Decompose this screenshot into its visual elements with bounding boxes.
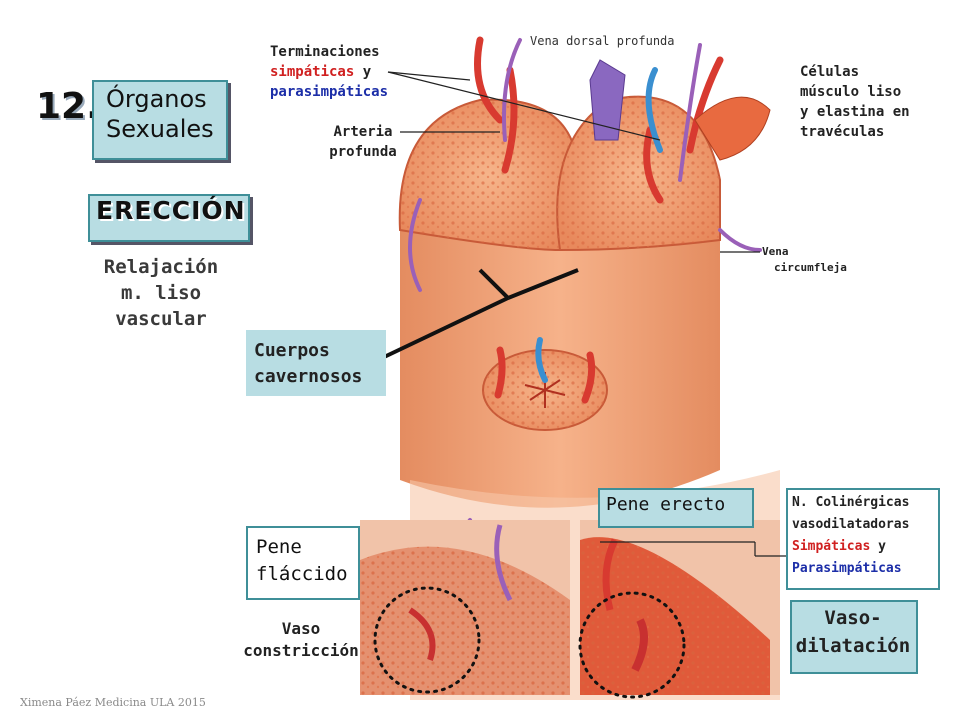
subtitle-line-1: Relajación [103,256,219,278]
title-line-1: Órganos [106,85,207,113]
cuerpos-line-1: Cuerpos [254,340,330,361]
vasodilatacion-box [790,600,918,674]
vaso-line-1: Vaso [281,619,321,638]
label-vasoconstriccion: Vaso constricción [236,618,366,662]
slide-title: Órganos Sexuales [106,84,214,144]
dorsal-vein [589,59,626,141]
cuerpos-pointer [381,268,579,360]
section-heading: ERECCIÓN [96,196,246,225]
pene-flaccido-box [246,526,360,600]
vena-text: Vena [762,245,789,258]
circumfleja-text: circumfleja [774,261,847,274]
celulas-line-2: músculo liso [800,84,902,100]
arteries [474,36,724,404]
parasimpaticas-cap-text: Parasimpáticas [792,561,902,576]
corpus-cavernosum-left [398,98,579,252]
celulas-line-4: travéculas [800,124,885,140]
corpus-spongiosum [482,349,608,431]
inset-erect [580,520,780,695]
title-box [92,80,228,160]
subtitle-line-2: m. liso [120,282,202,304]
footer-credit: Ximena Páez Medicina ULA 2015 [20,696,206,709]
inset-flaccid [360,520,570,695]
trabecula-detail [694,96,771,161]
title-line-2: Sexuales [106,115,214,143]
section-box [88,194,250,242]
label-celulas: Células músculo liso y elastina en travé… [800,62,910,142]
vasoconstriction-circle [373,586,481,694]
vasodil-line-2: dilatación [795,635,911,657]
vaso-line-2: constricción [243,641,359,660]
label-pene-erecto: Pene erecto [606,494,726,515]
label-vena-circumfleja: Vena circumfleja [762,244,847,276]
vasodilation-circle [578,591,686,699]
label-vasodilatacion: Vaso- dilatación [790,604,916,660]
terminaciones-text: Terminaciones [270,44,380,60]
profunda-text: profunda [329,144,397,160]
colinergicas-line-2: vasodilatadoras [792,517,910,532]
label-pene-flaccido: Pene fláccido [256,534,348,588]
simpaticas-text: simpáticas [270,64,355,80]
flaccido-line-1: Pene [256,536,302,558]
label-vena-dorsal: Vena dorsal profunda [530,34,675,48]
celulas-line-3: y elastina en [800,104,910,120]
vasodil-line-1: Vaso- [824,607,882,629]
cuerpos-box [246,330,386,396]
subtitle: Relajación m. liso vascular [96,254,226,332]
colinergicas-box [786,488,940,590]
y2-text: y [870,539,886,554]
flaccido-line-2: fláccido [256,563,348,585]
label-colinergicas: N. Colinérgicas vasodilatadoras Simpátic… [792,492,909,580]
pene-erecto-box [598,488,754,528]
simpaticas-cap-text: Simpáticas [792,539,871,554]
celulas-line-1: Células [800,64,860,80]
label-terminaciones: Terminaciones simpáticas y parasimpática… [270,42,388,102]
label-cuerpos-cavernosos: Cuerpos cavernosos [254,338,362,390]
colinergicas-line-1: N. Colinérgicas [792,495,910,510]
cuerpos-line-2: cavernosos [254,366,363,387]
subtitle-line-3: vascular [115,308,207,330]
label-arteria-profunda: Arteria profunda [318,122,408,162]
y-text: y [354,64,372,80]
arteria-text: Arteria [333,124,393,140]
slide-number: 12. [36,86,100,127]
leader-lines [387,71,790,557]
parasimpaticas-text: parasimpáticas [270,84,389,100]
